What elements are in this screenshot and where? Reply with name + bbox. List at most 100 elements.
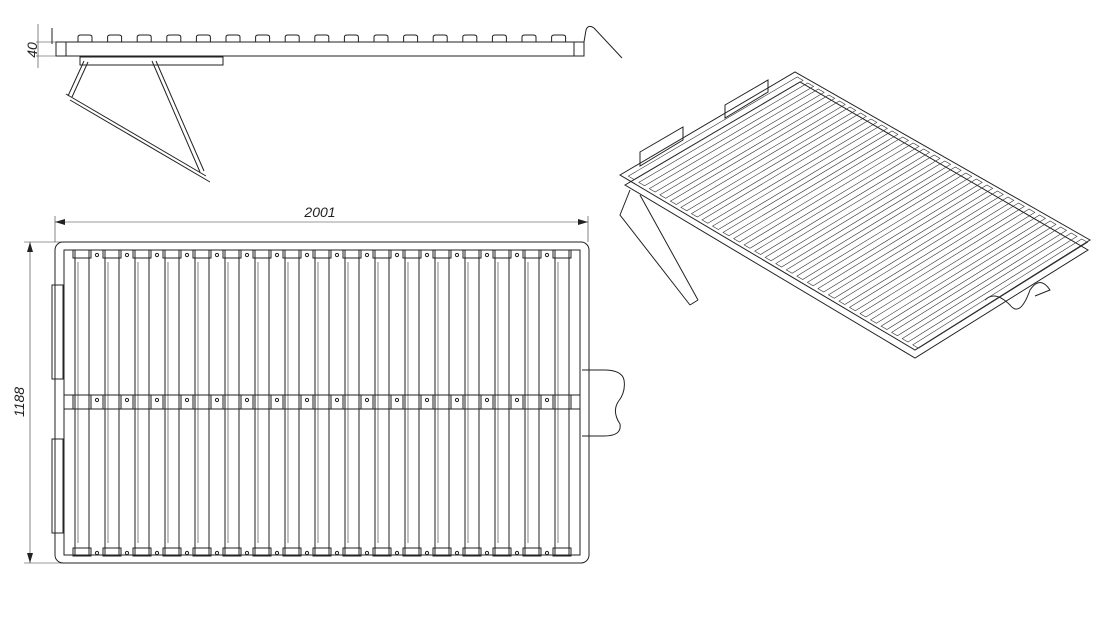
lift-arm-long: [151, 60, 205, 173]
slat-holder: [312, 249, 332, 259]
slat-holder: [222, 547, 242, 557]
rivet: [484, 550, 490, 556]
rivet: [184, 252, 190, 258]
center-rail: [63, 394, 581, 410]
length-dimension-label: 2001: [303, 204, 335, 220]
slat-holder: [132, 547, 152, 557]
slat-holder: [462, 249, 482, 259]
slat: [669, 100, 846, 205]
rivet: [244, 397, 250, 403]
rivet: [154, 252, 160, 258]
rivet: [244, 550, 250, 556]
rivet: [364, 550, 370, 556]
slat-holder: [162, 249, 182, 259]
slat-holder: [72, 249, 92, 259]
frame-outline: [54, 241, 590, 564]
slat-holder: [552, 394, 572, 410]
slat-holder: [552, 547, 572, 557]
rivet: [304, 252, 310, 258]
rivet: [334, 550, 340, 556]
slat: [434, 249, 450, 556]
rivet: [514, 550, 520, 556]
width-dimension-label: 1188: [11, 387, 27, 417]
slat-cap: [373, 34, 389, 42]
height-dimension-label: 40: [24, 42, 40, 58]
slat: [224, 249, 240, 556]
slat: [164, 249, 180, 556]
slat: [74, 249, 90, 556]
rivet: [454, 397, 460, 403]
rivet: [214, 550, 220, 556]
slat: [404, 249, 420, 556]
rivet: [394, 252, 400, 258]
slat: [344, 249, 360, 556]
slat: [104, 249, 120, 556]
rivet: [454, 550, 460, 556]
rivet: [544, 252, 550, 258]
slat: [254, 249, 270, 556]
slat: [464, 249, 480, 556]
slat: [891, 226, 1068, 337]
slat-holder: [192, 394, 212, 410]
rivet: [304, 397, 310, 403]
slat-cap: [432, 34, 448, 42]
slat-holder: [402, 394, 422, 410]
slat: [374, 249, 390, 556]
frame-perspective-side: [624, 81, 1089, 359]
slat-holder: [342, 249, 362, 259]
rivet: [484, 397, 490, 403]
slat-holder: [462, 394, 482, 410]
slat: [764, 154, 941, 262]
side-rail: [55, 41, 585, 57]
slat-holder: [252, 394, 272, 410]
slat-cap: [403, 34, 419, 42]
slat-holder: [102, 394, 122, 410]
slat-holder: [552, 249, 572, 259]
rivet: [544, 550, 550, 556]
perspective-view: [619, 71, 1091, 359]
slat: [733, 136, 910, 243]
headboard-bracket: [51, 284, 64, 380]
slat-holder: [162, 394, 182, 410]
rivet: [214, 252, 220, 258]
side-rail-end-cap: [55, 41, 67, 57]
rivet: [424, 252, 430, 258]
rivet: [304, 550, 310, 556]
rivet: [274, 252, 280, 258]
slat-cap: [255, 34, 271, 42]
frame-perspective-outline: [619, 71, 1091, 351]
slat: [785, 166, 962, 274]
slat-holder: [372, 249, 392, 259]
side-rail-end-cap: [573, 41, 585, 57]
rivet: [124, 550, 130, 556]
slat-holder: [252, 249, 272, 259]
slat-holder: [162, 547, 182, 557]
slat-cap: [521, 34, 537, 42]
lift-arm-short: [67, 60, 89, 98]
slat-holder: [72, 394, 92, 410]
slat-cap: [284, 34, 300, 42]
slat: [627, 76, 804, 180]
slat: [838, 196, 1015, 305]
frame-inner: [63, 249, 581, 556]
slat-holder: [522, 249, 542, 259]
slat: [134, 249, 150, 556]
slat-holder: [132, 394, 152, 410]
slat-cap: [491, 34, 507, 42]
rivet: [514, 252, 520, 258]
rivet: [274, 550, 280, 556]
slat-holder: [342, 394, 362, 410]
rivet: [544, 397, 550, 403]
slat: [870, 214, 1046, 324]
slat-holder: [72, 547, 92, 557]
rivet: [94, 397, 100, 403]
slat-holder: [102, 547, 122, 557]
rivet: [424, 550, 430, 556]
rivet: [394, 397, 400, 403]
slat-holder: [222, 249, 242, 259]
slat: [680, 106, 857, 212]
slat: [775, 160, 952, 268]
slat-cap: [77, 34, 93, 42]
rivet: [334, 397, 340, 403]
